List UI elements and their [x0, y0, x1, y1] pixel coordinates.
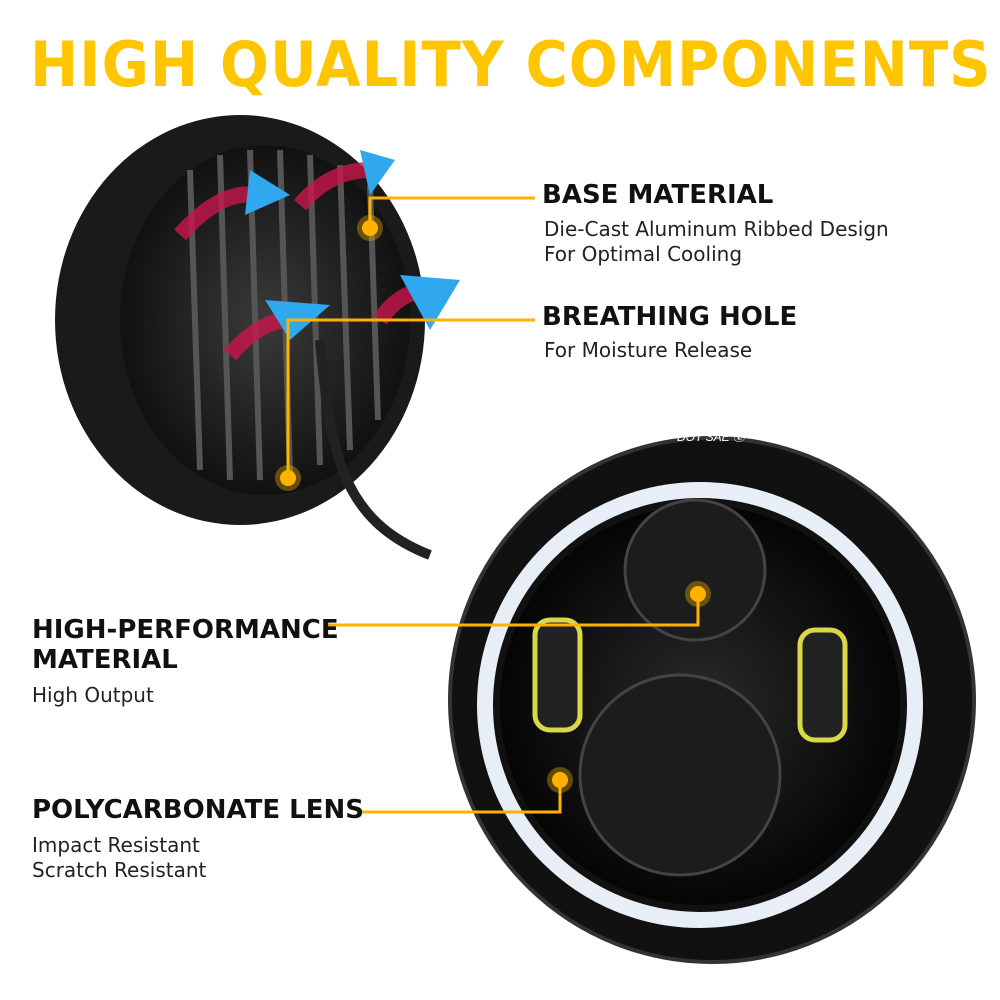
callout-dot-lens	[552, 772, 568, 788]
lens-marking: DOT SAE Ⓔ	[677, 430, 747, 444]
callout-desc: Die-Cast Aluminum Ribbed Design	[544, 217, 889, 241]
callout-title-lens: POLYCARBONATE LENS	[32, 795, 364, 825]
callout-dot-breathing	[280, 470, 296, 486]
callout-title-performance-2: MATERIAL	[32, 645, 178, 675]
callout-dot-performance	[690, 586, 706, 602]
callout-desc: High Output	[32, 683, 154, 707]
callout-desc: For Optimal Cooling	[544, 242, 743, 266]
callout-dot-base	[362, 220, 378, 236]
callout-title-performance: HIGH-PERFORMANCE	[32, 615, 339, 645]
callout-desc: For Moisture Release	[544, 338, 753, 362]
callout-desc: Impact Resistant	[32, 833, 200, 857]
callout-desc: Scratch Resistant	[32, 858, 207, 882]
airflow-arrows	[174, 150, 460, 361]
headlight-front	[448, 436, 976, 964]
callout-lines	[286, 196, 700, 814]
headline: HIGH QUALITY COMPONENTS	[30, 28, 992, 101]
callout-title-breathing-hole: BREATHING HOLE	[542, 302, 798, 332]
callout-title-base-material: BASE MATERIAL	[542, 180, 774, 210]
